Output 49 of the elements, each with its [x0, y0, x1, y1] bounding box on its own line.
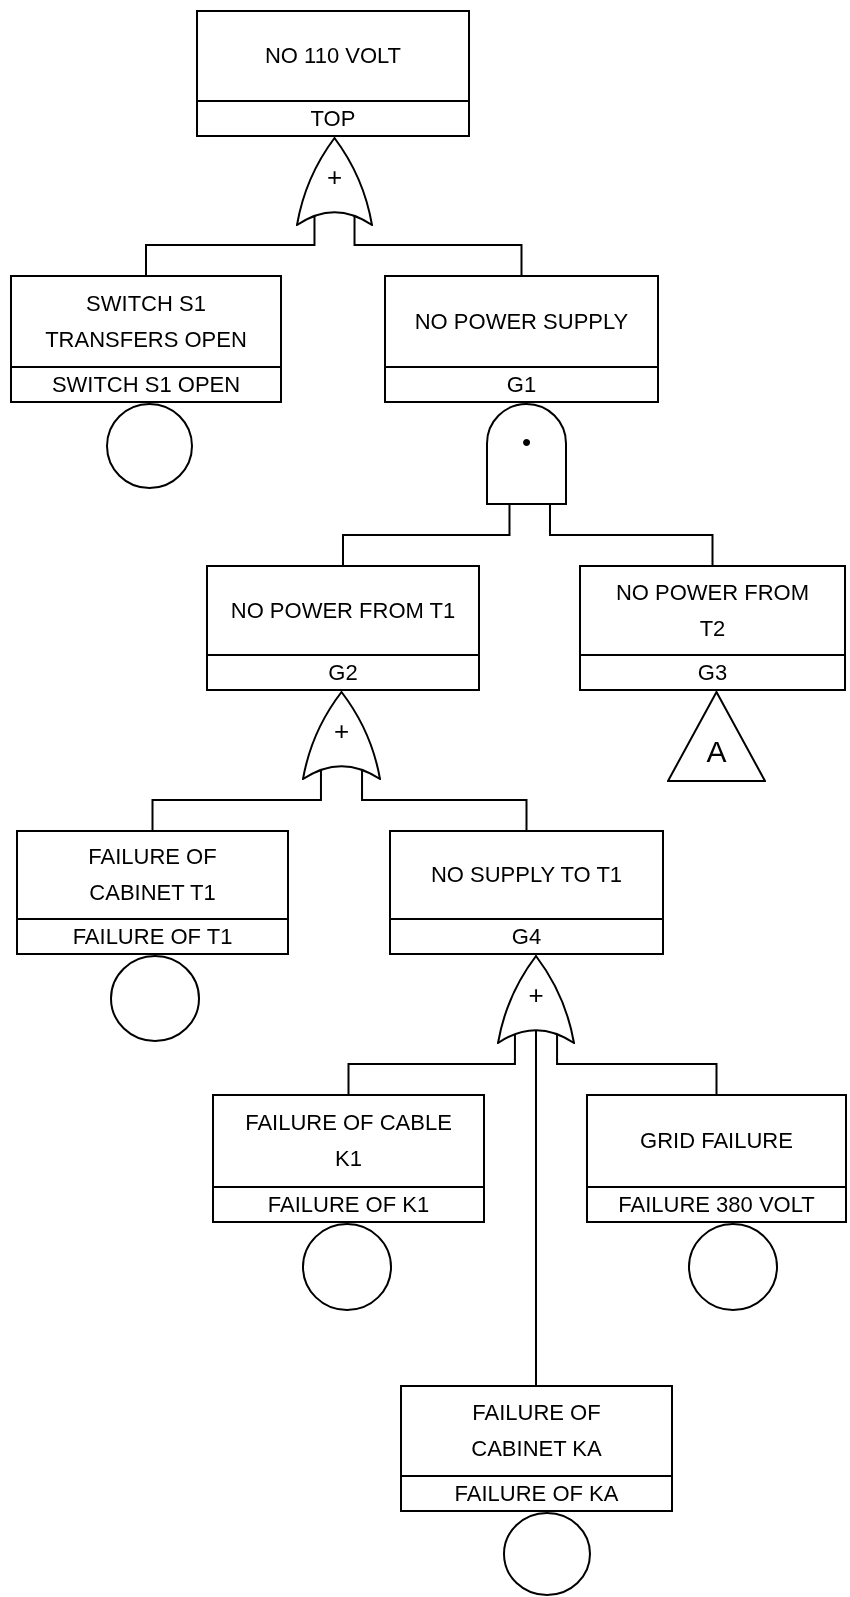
and-gate	[486, 403, 567, 505]
gate-symbol: +	[528, 982, 544, 1009]
event-code: FAILURE 380 VOLT	[618, 1191, 815, 1219]
event-code: G2	[328, 659, 358, 687]
connector-line	[145, 215, 316, 276]
event-code: G3	[697, 659, 728, 687]
connector-line	[556, 1033, 718, 1095]
event-description: SWITCH S1 TRANSFERS OPEN	[44, 289, 248, 354]
or-gate	[302, 691, 381, 780]
basic-event-circle	[688, 1223, 778, 1311]
connector-line	[347, 1033, 516, 1095]
or-gate	[497, 955, 575, 1044]
basic-event-circle	[302, 1223, 392, 1311]
connector-line	[535, 1029, 537, 1386]
connector-line	[353, 215, 523, 276]
gate-symbol: +	[326, 164, 343, 191]
event-description: GRID FAILURE	[640, 1127, 793, 1155]
gate-symbol: +	[333, 718, 350, 745]
connector-line	[549, 504, 714, 566]
transfer-label: A	[706, 736, 727, 767]
event-code: FAILURE OF KA	[454, 1480, 619, 1508]
basic-event-circle	[110, 955, 200, 1042]
transfer-triangle	[667, 691, 766, 782]
basic-event-circle	[503, 1512, 591, 1596]
event-description: NO POWER FROM T2	[614, 578, 811, 643]
event-code: SWITCH S1 OPEN	[51, 371, 241, 399]
event-description: NO SUPPLY TO T1	[430, 861, 623, 889]
event-box	[400, 1385, 673, 1512]
event-description: NO 110 VOLT	[264, 42, 402, 70]
event-box	[212, 1094, 485, 1223]
event-code: FAILURE OF K1	[267, 1191, 430, 1219]
event-description: FAILURE OF CABLE K1	[244, 1109, 453, 1173]
event-description: NO POWER SUPPLY	[414, 307, 629, 336]
connector-line	[342, 504, 511, 566]
event-code: G1	[506, 371, 537, 399]
event-box	[16, 830, 289, 955]
event-box	[10, 275, 282, 403]
event-box	[586, 1094, 847, 1223]
event-code: FAILURE OF T1	[72, 923, 233, 951]
basic-event-circle	[106, 403, 193, 489]
event-code: G4	[511, 923, 542, 951]
event-description: NO POWER FROM T1	[230, 596, 456, 625]
event-description: FAILURE OF CABINET KA	[470, 1399, 603, 1463]
event-code: TOP	[310, 105, 356, 133]
connector-line	[151, 769, 322, 831]
or-gate	[296, 137, 373, 226]
connector-line	[361, 769, 528, 831]
gate-symbol: •	[521, 428, 532, 455]
event-description: FAILURE OF CABINET T1	[87, 843, 218, 907]
